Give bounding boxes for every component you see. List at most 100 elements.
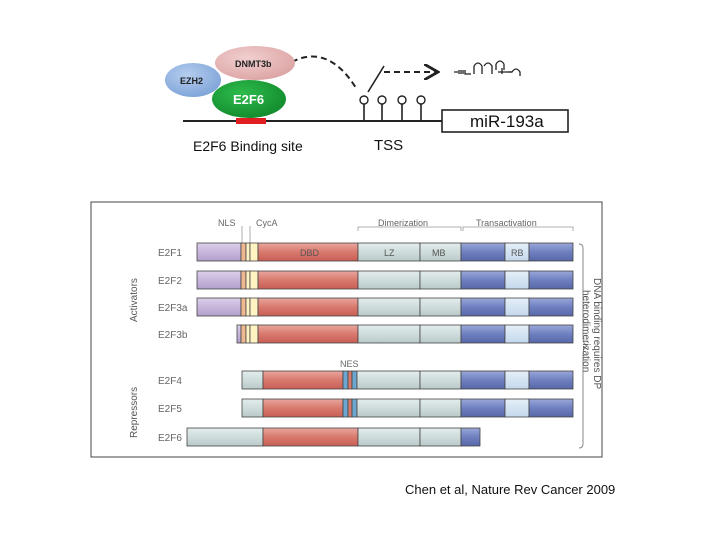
transactivation-segment (460, 324, 506, 344)
dbd-segment (257, 270, 359, 290)
protein-name-label: E2F6 (158, 433, 182, 444)
header-dimerization: Dimerization (378, 218, 428, 228)
protein-row: E2F3a (158, 297, 574, 317)
dbd-segment (262, 370, 344, 390)
rb-segment (504, 370, 530, 390)
cyca-segment (249, 324, 259, 344)
lz-segment (357, 324, 421, 344)
nls-segment (240, 242, 247, 262)
nes-segment (342, 370, 349, 390)
protein-row: E2F5 (158, 398, 574, 418)
e2f6-protein-label: E2F6 (233, 92, 264, 107)
cpg-site-icon (359, 95, 369, 105)
cpg-site-icon (397, 95, 407, 105)
spacer-segment (245, 297, 251, 317)
cyca-segment (249, 270, 259, 290)
mb-segment (419, 398, 462, 418)
group-label-activators: Activators (129, 278, 140, 322)
binding-site-label: E2F6 Binding site (193, 138, 303, 154)
lz-segment (357, 297, 421, 317)
n-terminal-segment (241, 398, 264, 418)
mirna-hairpin-icon (454, 60, 521, 76)
n-terminal-segment (241, 370, 264, 390)
nes-segment (342, 398, 349, 418)
gene-label: miR-193a (470, 112, 544, 131)
nls-segment (240, 324, 247, 344)
transactivation-segment (460, 370, 506, 390)
cpg-site-icon (377, 95, 387, 105)
tss-label: TSS (374, 137, 403, 154)
c-terminal-segment (460, 427, 481, 447)
protein-name-label: E2F3a (158, 303, 188, 314)
spacer-segment (245, 324, 251, 344)
protein-name-label: E2F5 (158, 404, 182, 415)
lz-segment (357, 427, 421, 447)
domain-label-dbd: DBD (300, 248, 320, 258)
lz-segment (356, 370, 421, 390)
nls-segment (240, 297, 247, 317)
rb-segment (504, 270, 530, 290)
dbd-segment (257, 297, 359, 317)
transcription-arrow (291, 55, 357, 89)
mb-segment (419, 370, 462, 390)
nes-label: NES (340, 359, 359, 369)
e2f-domain-figure: NLS CycA Dimerization Transactivation Ac… (90, 201, 603, 458)
cyca-segment (249, 242, 259, 262)
dnmt3b-label: DNMT3b (235, 59, 272, 69)
nes-segment (351, 370, 358, 390)
tss-cut-line (367, 65, 385, 93)
rb-segment (504, 297, 530, 317)
protein-row: E2F2 (158, 270, 574, 290)
protein-name-label: E2F3b (158, 330, 188, 341)
transactivation-segment (528, 398, 574, 418)
citation: Chen et al, Nature Rev Cancer 2009 (405, 482, 616, 497)
transactivation-segment (460, 398, 506, 418)
ezh2-protein (165, 63, 221, 97)
dbd-segment (262, 398, 344, 418)
transactivation-segment (460, 297, 506, 317)
dbd-segment (257, 324, 359, 344)
lz-segment (357, 270, 421, 290)
n-terminal-segment (236, 324, 242, 344)
transactivation-segment (528, 370, 574, 390)
group-label-repressors: Repressors (129, 387, 140, 438)
n-terminal-segment (196, 270, 242, 290)
protein-row: E2F6 (158, 427, 481, 447)
e2f6-protein (212, 80, 286, 118)
lz-segment (356, 398, 421, 418)
transactivation-segment (528, 242, 574, 262)
transactivation-segment (460, 270, 506, 290)
spacer-segment (245, 242, 251, 262)
protein-row: E2F3b (158, 324, 574, 344)
transactivation-segment (528, 297, 574, 317)
mb-segment (419, 270, 462, 290)
dbd-segment (347, 370, 353, 390)
rb-segment (504, 398, 530, 418)
dbd-segment (262, 427, 359, 447)
domain-label-mb: MB (432, 248, 446, 258)
header-brackets (241, 226, 574, 244)
side-note-line-1: DNA binding requires DP (591, 278, 602, 389)
protein-name-label: E2F1 (158, 248, 182, 259)
dnmt3b-protein (215, 46, 295, 80)
rb-segment (504, 324, 530, 344)
domain-label-lz: LZ (384, 248, 395, 258)
cpg-site-icon (416, 95, 426, 105)
side-note-line-2: heterodimerization (580, 290, 591, 372)
dbd-segment (347, 398, 353, 418)
nls-segment (240, 270, 247, 290)
transactivation-segment (528, 324, 574, 344)
mb-segment (419, 297, 462, 317)
mb-segment (419, 324, 462, 344)
mb-segment (419, 427, 462, 447)
protein-name-label: E2F2 (158, 276, 182, 287)
transactivation-segment (460, 242, 506, 262)
promoter-diagram: miR-193a DNMT3b EZH2 E2F6 E2F6 Binding s… (165, 46, 569, 154)
n-terminal-segment (196, 297, 242, 317)
spacer-segment (245, 270, 251, 290)
cpg-lollipops (359, 95, 426, 121)
header-cyca: CycA (256, 218, 278, 228)
